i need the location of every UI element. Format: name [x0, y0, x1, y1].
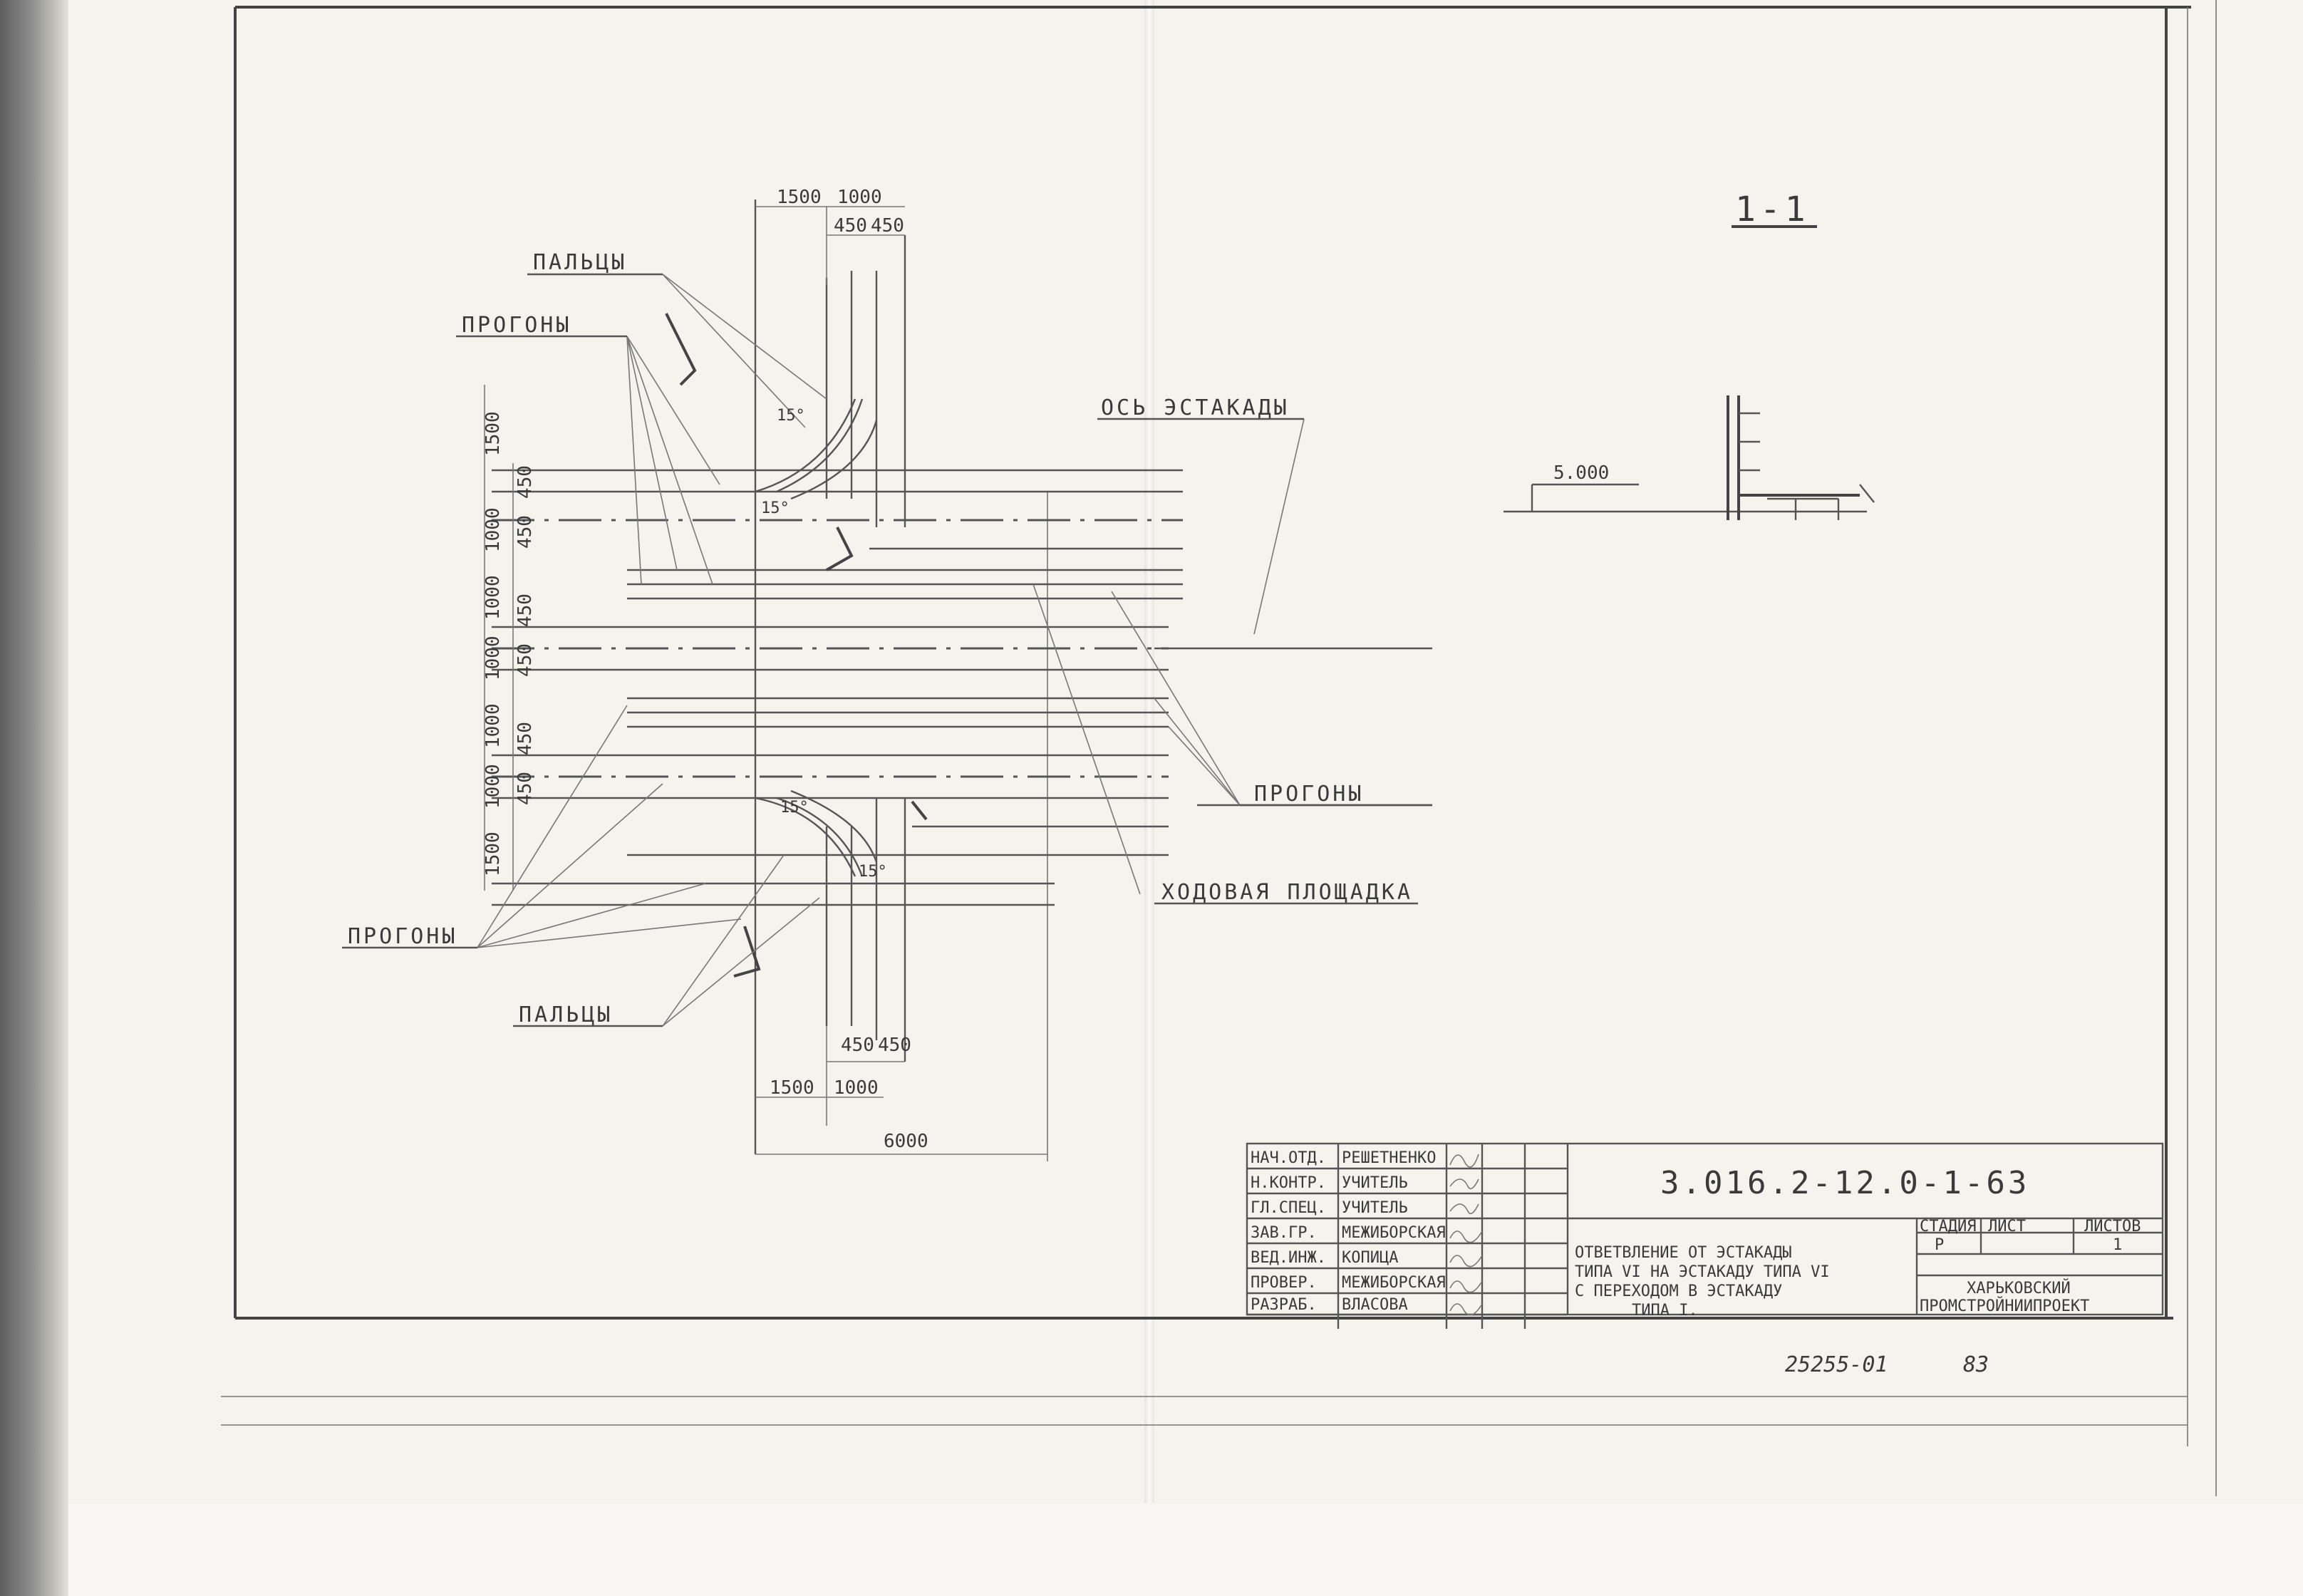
- title-block-grid: [1246, 1142, 2164, 1329]
- dim-top-c: 450: [834, 215, 867, 237]
- dim-left-13: 1500: [482, 831, 504, 876]
- dim-bottom-d: 1000: [834, 1077, 879, 1099]
- angle-label-1: 15°: [761, 499, 790, 517]
- tb-role-2: Н.КОНТР.: [1251, 1174, 1326, 1192]
- paper: [68, 0, 2303, 1596]
- tb-role-7: РАЗРАБ.: [1251, 1296, 1317, 1314]
- lower-margin: [68, 1503, 2303, 1596]
- tb-role-6: ПРОВЕР.: [1251, 1274, 1317, 1292]
- org-line-2: ПРОМСТРОЙНИИПРОЕКТ: [1920, 1297, 2089, 1315]
- sheets-header: ЛИСТОВ: [2084, 1218, 2141, 1235]
- dim-left-9: 1000: [482, 703, 504, 748]
- dim-top-b: 1000: [837, 187, 882, 208]
- dim-left-6: 1000: [482, 636, 504, 680]
- dim-left-3: 450: [514, 465, 536, 499]
- tb-name-7: ВЛАСОВА: [1342, 1296, 1408, 1314]
- label-purlins-bottom: ПРОГОНЫ: [348, 924, 457, 949]
- sheet-header: ЛИСТ: [1988, 1218, 2026, 1235]
- tb-role-4: ЗАВ.ГР.: [1251, 1224, 1317, 1242]
- dim-bottom-total: 6000: [884, 1131, 928, 1152]
- dim-left-1: 1500: [482, 411, 504, 456]
- dim-top-d: 450: [871, 215, 904, 237]
- org-line-1: ХАРЬКОВСКИЙ: [1967, 1279, 2071, 1297]
- description-line-1: ОТВЕТВЛЕНИЕ ОТ ЭСТАКАДЫ: [1575, 1244, 1792, 1262]
- label-purlins-right: ПРОГОНЫ: [1254, 782, 1364, 807]
- dim-left-12: 450: [514, 772, 536, 805]
- archive-number: 25255-01: [1785, 1352, 1888, 1377]
- label-underlines: [342, 273, 1432, 1027]
- tb-name-1: РЕШЕТНЕНКО: [1342, 1149, 1436, 1167]
- signatures: [1449, 1154, 1483, 1316]
- label-walkway: ХОДОВАЯ ПЛОЩАДКА: [1161, 880, 1413, 905]
- description-line-3: С ПЕРЕХОДОМ В ЭСТАКАДУ: [1575, 1282, 1782, 1300]
- label-fingers-bottom: ПАЛЬЦЫ: [519, 1002, 613, 1027]
- trestle-plan: [492, 200, 1432, 1161]
- stage-header: СТАДИЯ: [1920, 1218, 1976, 1235]
- dimension-lines: [484, 206, 1047, 1155]
- label-trestle-axis: ОСЬ ЭСТАКАДЫ: [1101, 395, 1290, 420]
- angle-label-3: 15°: [780, 799, 809, 817]
- dim-bottom-c: 1500: [770, 1077, 814, 1099]
- archive-page: 83: [1963, 1352, 1989, 1377]
- dim-bottom-b: 450: [878, 1035, 911, 1056]
- tb-name-2: УЧИТЕЛЬ: [1342, 1174, 1408, 1192]
- dim-left-7: 450: [514, 594, 536, 627]
- description-line-4: ТИПА I.: [1632, 1302, 1698, 1320]
- tb-role-1: НАЧ.ОТД.: [1251, 1149, 1326, 1167]
- tb-name-4: МЕЖИБОРСКАЯ: [1342, 1224, 1446, 1242]
- tb-name-5: КОПИЦА: [1342, 1249, 1398, 1267]
- tb-role-5: ВЕД.ИНЖ.: [1251, 1249, 1326, 1267]
- elevation-mark: 5.000: [1553, 462, 1609, 484]
- drawing-code: 3.016.2-12.0-1-63: [1660, 1165, 2029, 1201]
- dim-top-a: 1500: [777, 187, 822, 208]
- tb-role-3: ГЛ.СПЕЦ.: [1251, 1199, 1326, 1217]
- stage-value: Р: [1935, 1236, 1944, 1254]
- dim-left-8: 450: [514, 643, 536, 677]
- dim-left-5: 1000: [482, 575, 504, 620]
- scan-edge-shadow: [0, 0, 68, 1596]
- sheets-value: 1: [2113, 1236, 2122, 1254]
- elevation-view: [1504, 395, 1875, 520]
- dim-left-2: 1000: [482, 507, 504, 552]
- angle-label-4: 15°: [859, 863, 887, 881]
- dim-left-4: 450: [514, 515, 536, 549]
- tb-name-6: МЕЖИБОРСКАЯ: [1342, 1274, 1446, 1292]
- label-fingers-top: ПАЛЬЦЫ: [533, 250, 627, 275]
- dim-left-11: 450: [514, 722, 536, 755]
- drawing-frame: [221, 0, 2217, 1496]
- angle-label-2: 15°: [777, 407, 805, 425]
- leader-lines: [477, 274, 1305, 1027]
- dim-bottom-a: 450: [841, 1035, 874, 1056]
- section-mark: 1-1: [1735, 190, 1810, 229]
- tb-name-3: УЧИТЕЛЬ: [1342, 1199, 1408, 1217]
- description-line-2: ТИПА VI НА ЭСТАКАДУ ТИПА VI: [1575, 1263, 1830, 1281]
- label-purlins-top: ПРОГОНЫ: [462, 313, 571, 338]
- dim-left-10: 1000: [482, 764, 504, 809]
